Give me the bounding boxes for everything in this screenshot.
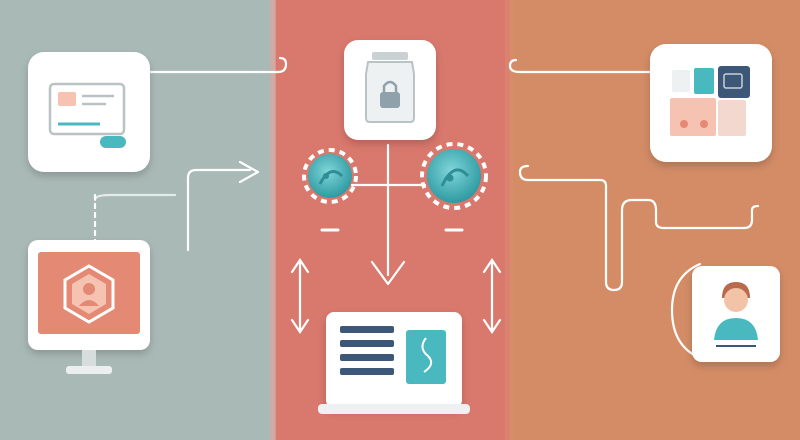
panel-divider-right bbox=[505, 0, 513, 440]
connector-top-left bbox=[148, 56, 288, 74]
monitor-card bbox=[28, 240, 150, 374]
settings-window-icon bbox=[48, 82, 126, 148]
settings-card bbox=[28, 52, 150, 172]
laptop-card bbox=[318, 312, 470, 414]
double-arrow-right bbox=[482, 258, 502, 334]
connector-top-right bbox=[508, 58, 652, 74]
dashboard-tiles-icon bbox=[670, 66, 750, 136]
lock-jar-icon bbox=[365, 52, 415, 123]
connector-lines bbox=[93, 56, 760, 360]
lock-card bbox=[344, 40, 436, 140]
gear-right-icon bbox=[420, 142, 488, 232]
connector-right-wave bbox=[526, 178, 760, 292]
user-profile-icon bbox=[714, 282, 758, 347]
laptop-icon bbox=[340, 326, 446, 384]
connector-right-hook bbox=[518, 164, 530, 182]
connector-profile-arc bbox=[670, 262, 702, 360]
connector-left-arrow bbox=[238, 160, 260, 184]
security-monitor-icon bbox=[63, 264, 115, 324]
profile-card bbox=[692, 266, 780, 362]
connector-left-branch bbox=[186, 168, 252, 252]
panel-divider-left bbox=[270, 0, 276, 440]
gear-left-icon bbox=[302, 148, 358, 232]
double-arrow-left bbox=[290, 258, 310, 334]
connector-left-curve bbox=[93, 193, 177, 202]
dashboard-card bbox=[650, 44, 772, 162]
connector-middle-arrow bbox=[370, 260, 406, 286]
